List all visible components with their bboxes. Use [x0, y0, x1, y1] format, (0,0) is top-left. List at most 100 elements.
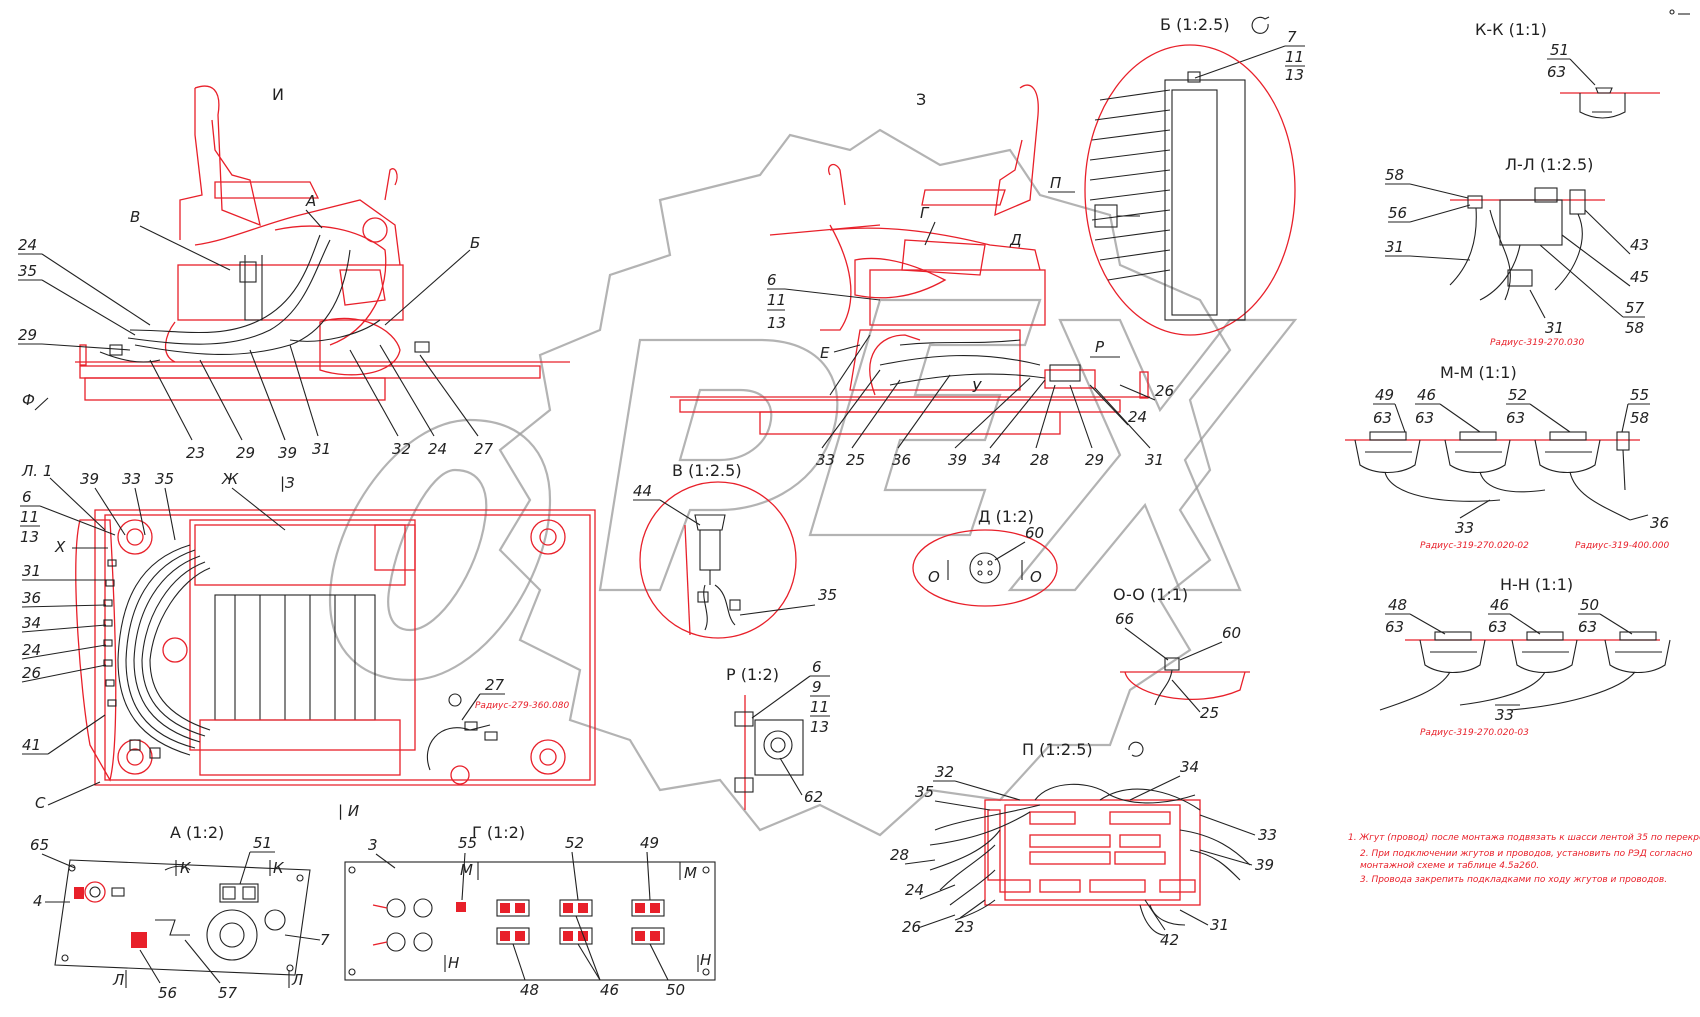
callout-35: 35 — [18, 262, 37, 280]
corner-marker — [1669, 9, 1690, 15]
callout-26c: 26 — [902, 918, 921, 936]
callout-36: 36 — [892, 451, 911, 469]
callout-7: 7 — [1287, 28, 1297, 46]
seat-base — [177, 264, 404, 321]
callout-66: 66 — [1115, 610, 1134, 628]
callout-62: 62 — [804, 788, 823, 806]
callout-33e: 33 — [1258, 826, 1277, 844]
letter-v: В — [130, 208, 140, 226]
callout-13b: 13 — [1285, 66, 1304, 84]
console-right — [820, 224, 852, 331]
callout-41: 41 — [22, 736, 41, 754]
part-label-1: Радиус-279-360.080 — [475, 701, 569, 711]
callout-52: 52 — [1508, 386, 1527, 404]
letter-n-left: Н — [448, 954, 459, 972]
watermark-letter-e — [808, 298, 1042, 537]
view-ll-title: Л-Л (1:2.5) — [1505, 155, 1593, 174]
callout-39: 39 — [278, 444, 297, 462]
callout-55b: 55 — [458, 834, 477, 852]
callout-27: 27 — [474, 440, 494, 458]
callout-65: 65 — [30, 836, 49, 854]
callout-35b: 35 — [155, 470, 174, 488]
view-g-title: Г (1:2) — [472, 823, 525, 842]
callout-57b: 57 — [218, 984, 238, 1002]
letter-k-left: К — [180, 859, 192, 877]
callout-31c: 31 — [1385, 238, 1404, 256]
gauge-1 — [1354, 431, 1421, 474]
view-d-detail: Д (1:2) O O 60 — [912, 507, 1058, 607]
callout-13: 13 — [767, 314, 786, 332]
view-g-panel: Г (1:2) 3 55 М М Н Н 52 49 48 — [344, 823, 716, 999]
part-label-2: Радиус-319-270.030 — [1490, 338, 1584, 348]
callout-39b: 39 — [948, 451, 967, 469]
callout-51: 51 — [1550, 41, 1569, 59]
view-kk-title: К-К (1:1) — [1475, 20, 1547, 39]
callout-63g: 63 — [1578, 618, 1597, 636]
panel-g-outline — [344, 861, 716, 981]
callout-29: 29 — [18, 326, 37, 344]
view-oo-detail: O-O (1:1) 66 60 25 — [1113, 585, 1250, 722]
callout-58b: 58 — [1625, 319, 1644, 337]
panel-a-outline — [54, 859, 311, 976]
callout-24c: 24 — [1128, 408, 1147, 426]
callout-58c: 58 — [1630, 409, 1649, 427]
view-b-title: Б (1:2.5) — [1160, 15, 1230, 34]
callout-48b: 48 — [520, 981, 539, 999]
callout-29b: 29 — [236, 444, 255, 462]
callout-32b: 32 — [935, 763, 954, 781]
letter-i-mark: | И — [338, 802, 359, 820]
letter-l1: Л. 1 — [21, 462, 52, 480]
callout-43: 43 — [1630, 236, 1649, 254]
callout-42: 42 — [1160, 931, 1179, 949]
letter-o-right: O — [1030, 568, 1042, 586]
note-3: 3. Провода закрепить подкладками по ходу… — [1360, 875, 1667, 885]
lower-frame — [849, 329, 1021, 391]
view-p-detail: П (1:2.5) 32 35 34 28 24 — [890, 740, 1277, 949]
watermark-logo — [328, 128, 1298, 837]
seat-back-right — [994, 84, 1039, 217]
letter-g: Г — [920, 204, 930, 222]
callout-24b: 24 — [428, 440, 447, 458]
callout-33d: 33 — [122, 470, 141, 488]
view-kk-detail: К-К (1:1) 51 63 — [1475, 20, 1660, 119]
callout-60b: 60 — [1222, 624, 1241, 642]
view-v-detail: В (1:2.5) 44 35 — [633, 461, 837, 639]
view-a-title: А (1:2) — [170, 823, 224, 842]
view-b-detail: Б (1:2.5) 7 11 13 — [1084, 15, 1305, 336]
callout-35c: 35 — [818, 586, 837, 604]
callout-44: 44 — [633, 482, 652, 500]
callout-6b: 6 — [22, 488, 32, 506]
letter-d: Д — [1009, 231, 1022, 249]
callout-11c: 11 — [20, 508, 39, 526]
callout-11: 11 — [767, 291, 786, 309]
callout-6c: 6 — [812, 658, 822, 676]
callout-63e: 63 — [1385, 618, 1404, 636]
callout-36b: 36 — [1650, 514, 1669, 532]
callout-60: 60 — [1025, 524, 1044, 542]
callout-34b: 34 — [22, 614, 41, 632]
callout-46b: 46 — [1490, 596, 1509, 614]
armrest-right — [921, 189, 1006, 206]
callout-33c: 33 — [1495, 706, 1514, 724]
gauge-6 — [1604, 631, 1671, 674]
callout-6: 6 — [767, 271, 777, 289]
callout-31f: 31 — [1210, 916, 1229, 934]
callout-63: 63 — [1547, 63, 1566, 81]
callout-25: 25 — [846, 451, 865, 469]
technical-notes: 1. Жгут (провод) после монтажа подвязать… — [1348, 833, 1700, 885]
armrest — [214, 181, 320, 199]
letter-kh: Х — [54, 538, 66, 556]
view-z-seat-side: З Г Д Е У Р П 6 11 13 — [670, 84, 1174, 469]
letter-k-right: К — [273, 859, 285, 877]
view-r-detail: Р (1:2) 6 9 11 13 62 — [726, 658, 830, 810]
callout-34c: 34 — [1180, 758, 1199, 776]
callout-35d: 35 — [915, 783, 934, 801]
letter-z-mark: |З — [280, 474, 295, 492]
joystick — [384, 168, 398, 201]
letter-f: Ф — [22, 391, 35, 409]
letter-b: Б — [470, 234, 480, 252]
callout-63f: 63 — [1488, 618, 1507, 636]
callout-57: 57 — [1625, 299, 1645, 317]
note-1: 1. Жгут (провод) после монтажа подвязать… — [1348, 833, 1700, 843]
view-i-title: И — [272, 85, 284, 104]
